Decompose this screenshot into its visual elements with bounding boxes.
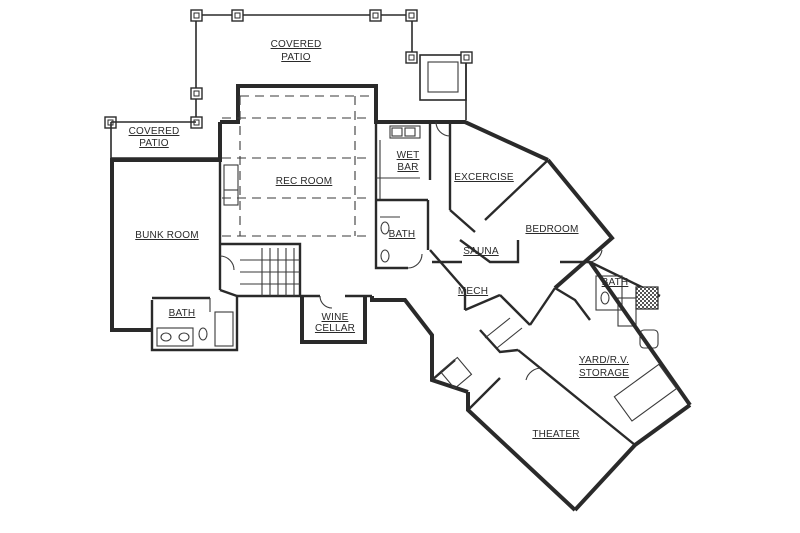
- post-7: [190, 87, 203, 100]
- door-swings: [219, 121, 603, 381]
- label-yard-rv-storage-1: YARD/R.V.: [579, 355, 629, 366]
- post-4: [405, 9, 418, 22]
- label-covered-patio-top-2: PATIO: [281, 52, 311, 63]
- label-exercise: EXCERCISE: [454, 172, 514, 183]
- shower-tile: [635, 286, 659, 310]
- patio-posts: [104, 9, 473, 129]
- rec-room-features: [223, 164, 239, 206]
- label-theater: THEATER: [532, 429, 579, 440]
- east-wing-walls: [370, 120, 692, 512]
- post-5: [405, 51, 418, 64]
- label-mech: MECH: [458, 286, 488, 297]
- label-yard-rv-storage-2: STORAGE: [579, 368, 629, 379]
- label-wet-bar-2: BAR: [397, 162, 418, 173]
- label-bath-center: BATH: [389, 229, 416, 240]
- room-labels: COVERED PATIO COVERED PATIO REC ROOM WET…: [129, 39, 629, 440]
- label-covered-patio-left-1: COVERED: [129, 126, 180, 137]
- label-bath-left: BATH: [169, 308, 196, 319]
- label-wine-cellar-1: WINE: [322, 312, 349, 323]
- wet-bar-area: [374, 122, 432, 200]
- label-wine-cellar-2: CELLAR: [315, 323, 355, 334]
- label-bunk-room: BUNK ROOM: [135, 230, 198, 241]
- label-bath-right: BATH: [602, 277, 629, 288]
- label-rec-room: REC ROOM: [276, 176, 333, 187]
- label-wet-bar-1: WET: [397, 150, 420, 161]
- bath-left-fixtures: [156, 298, 234, 347]
- post-1: [190, 9, 203, 22]
- bath-center-area: [374, 198, 430, 270]
- label-sauna: SAUNA: [463, 246, 499, 257]
- post-6: [460, 51, 473, 64]
- rec-room-beams: [222, 95, 372, 237]
- post-2: [231, 9, 244, 22]
- label-covered-patio-top-1: COVERED: [271, 39, 322, 50]
- post-3: [369, 9, 382, 22]
- label-covered-patio-left-2: PATIO: [139, 138, 169, 149]
- west-wing-walls: [110, 84, 430, 352]
- stairs: [240, 248, 300, 296]
- label-bedroom: BEDROOM: [525, 224, 578, 235]
